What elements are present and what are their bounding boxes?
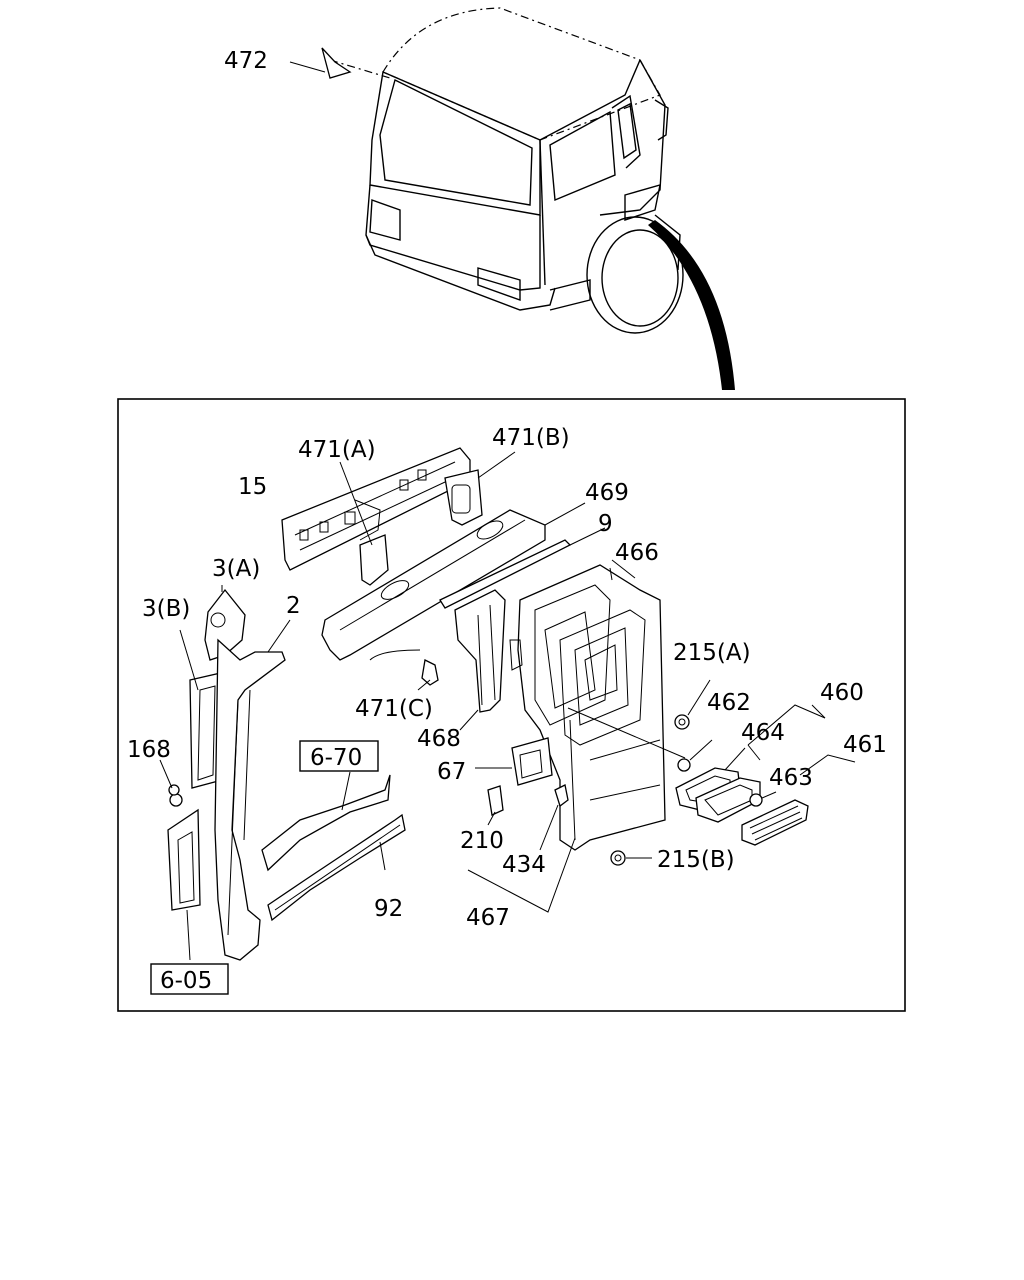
label-434: 434: [502, 852, 546, 878]
label-215b: 215(B): [657, 847, 735, 873]
label-464: 464: [741, 720, 785, 746]
label-463: 463: [769, 765, 813, 791]
label-469: 469: [585, 480, 629, 506]
label-92: 92: [374, 896, 403, 922]
callout-labels: 472 471(A) 471(B) 15 469 9 466 3(A) 3(B)…: [127, 48, 887, 995]
label-471c: 471(C): [355, 696, 433, 722]
label-460: 460: [820, 680, 864, 706]
label-3a: 3(A): [212, 556, 260, 582]
label-215a: 215(A): [673, 640, 751, 666]
ref-box-6-70: [299, 740, 379, 772]
label-6-05[interactable]: 6-05: [160, 968, 212, 994]
vehicle-rear-view: [289, 7, 735, 390]
label-472: 472: [224, 48, 268, 74]
detail-parts: [159, 447, 856, 961]
label-9: 9: [598, 511, 613, 537]
label-471a: 471(A): [298, 437, 376, 463]
label-462: 462: [707, 690, 751, 716]
label-2: 2: [286, 593, 301, 619]
label-168: 168: [127, 737, 171, 763]
label-6-70[interactable]: 6-70: [310, 745, 362, 771]
label-3b: 3(B): [142, 596, 190, 622]
detail-frame: [117, 398, 906, 1012]
label-467: 467: [466, 905, 510, 931]
label-67: 67: [437, 759, 466, 785]
label-15: 15: [238, 474, 267, 500]
ref-box-6-05: [150, 963, 229, 995]
label-461: 461: [843, 732, 887, 758]
label-210: 210: [460, 828, 504, 854]
label-468: 468: [417, 726, 461, 752]
label-466: 466: [615, 540, 659, 566]
label-471b: 471(B): [492, 425, 570, 451]
